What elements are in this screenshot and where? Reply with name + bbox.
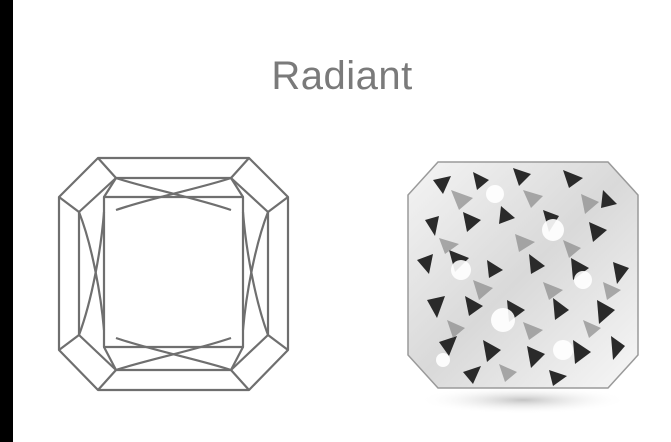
shape-card: Radiant xyxy=(13,0,671,442)
radiant-cut-diagram xyxy=(56,150,291,395)
radiant-diamond-photo xyxy=(403,150,643,420)
shape-title: Radiant xyxy=(13,52,671,100)
